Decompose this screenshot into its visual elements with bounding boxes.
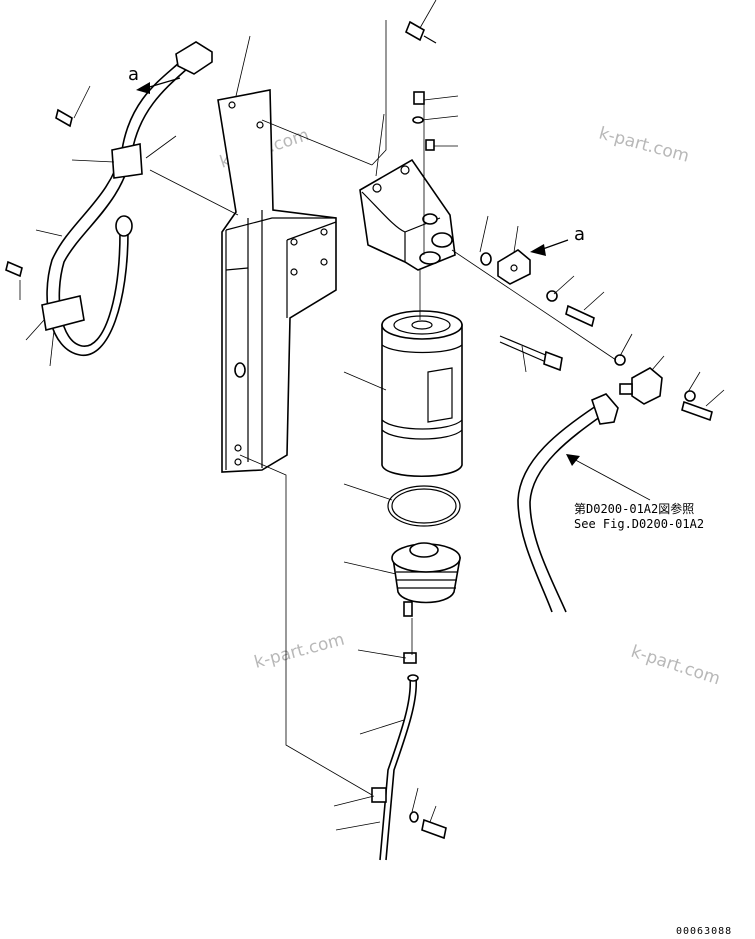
- long-bolt: [499, 335, 563, 372]
- hose-clamp: [371, 787, 387, 803]
- see-figure-japanese: 第D0200-01A2図参照: [574, 501, 694, 516]
- drain-hose: [385, 677, 418, 861]
- bolt: [681, 400, 713, 422]
- plug-bolt: [413, 91, 425, 105]
- connector-b: [619, 367, 663, 405]
- bolt: [565, 304, 595, 328]
- reference-label-a: a: [128, 64, 139, 85]
- watermark: k-part.com: [628, 642, 722, 690]
- o-ring: [387, 485, 461, 527]
- arrow-a-right: [530, 239, 569, 256]
- washer: [480, 252, 492, 266]
- fuel-hose-left: [46, 41, 213, 356]
- plug-small: [425, 139, 435, 151]
- watermark: k-part.com: [252, 630, 347, 673]
- arrow-see-fig: [566, 454, 580, 466]
- drawing-number: 00063088: [676, 926, 732, 937]
- fuel-hose-right: [517, 393, 619, 613]
- arrow-a-left: [136, 77, 181, 94]
- bolt: [55, 108, 73, 128]
- washer: [412, 116, 424, 124]
- clamp-lower: [41, 295, 85, 331]
- bolt: [5, 260, 23, 278]
- clamp-upper: [111, 143, 143, 179]
- relation-lines: [149, 20, 617, 796]
- fuel-filter: [381, 310, 463, 477]
- reference-label-a: a: [574, 224, 585, 245]
- filter-head: [359, 158, 456, 271]
- washer: [409, 811, 419, 823]
- mounting-bracket: [217, 89, 337, 473]
- leader-lines: [19, 0, 725, 831]
- washer: [684, 390, 696, 402]
- connector-a: [497, 249, 531, 285]
- bolt-top: [404, 20, 437, 44]
- hose-end: [407, 674, 419, 682]
- washer: [614, 354, 626, 366]
- separator-bowl: [391, 542, 461, 617]
- bolt: [421, 818, 447, 840]
- see-figure-english: See Fig.D0200-01A2: [574, 517, 704, 531]
- watermark: k-part.com: [597, 124, 692, 167]
- drain-hose: [379, 677, 412, 861]
